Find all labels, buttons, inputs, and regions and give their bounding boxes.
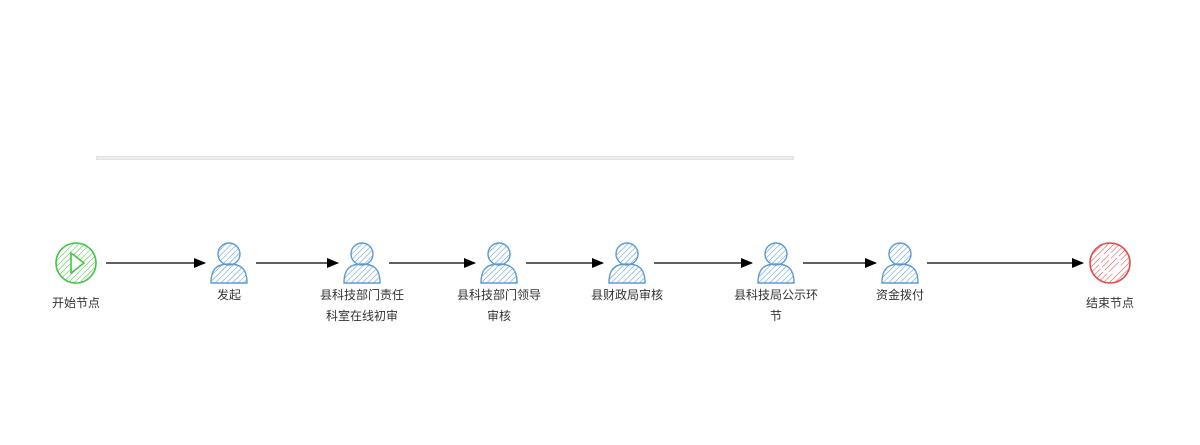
node-label: 县科技局公示环 (734, 288, 818, 302)
separator-bar (96, 156, 794, 160)
user-icon (608, 242, 646, 284)
user-icon (757, 242, 795, 284)
user-icon (210, 242, 248, 284)
node-n1[interactable]: 发起 (210, 242, 248, 302)
node-n6[interactable]: 资金拨付 (876, 242, 924, 302)
user-icon (480, 242, 518, 284)
node-label: 结束节点 (1086, 296, 1134, 310)
node-label: 开始节点 (52, 296, 100, 310)
user-icon (343, 242, 381, 284)
user-icon (881, 242, 919, 284)
node-label: 资金拨付 (876, 287, 924, 302)
node-label: 县财政局审核 (591, 287, 663, 302)
node-n4[interactable]: 县财政局审核 (591, 242, 663, 302)
node-label: 发起 (217, 287, 241, 302)
node-start[interactable]: 开始节点 (52, 242, 100, 310)
node-label: 县科技部门领导 (457, 287, 541, 302)
node-label: 科室在线初审 (326, 308, 398, 323)
node-label: 审核 (487, 308, 511, 323)
power-icon (1089, 242, 1131, 284)
play-icon (55, 242, 97, 284)
node-label: 县科技部门责任 (320, 287, 404, 302)
node-end[interactable]: 结束节点 (1086, 242, 1134, 310)
node-label: 节 (770, 309, 782, 323)
